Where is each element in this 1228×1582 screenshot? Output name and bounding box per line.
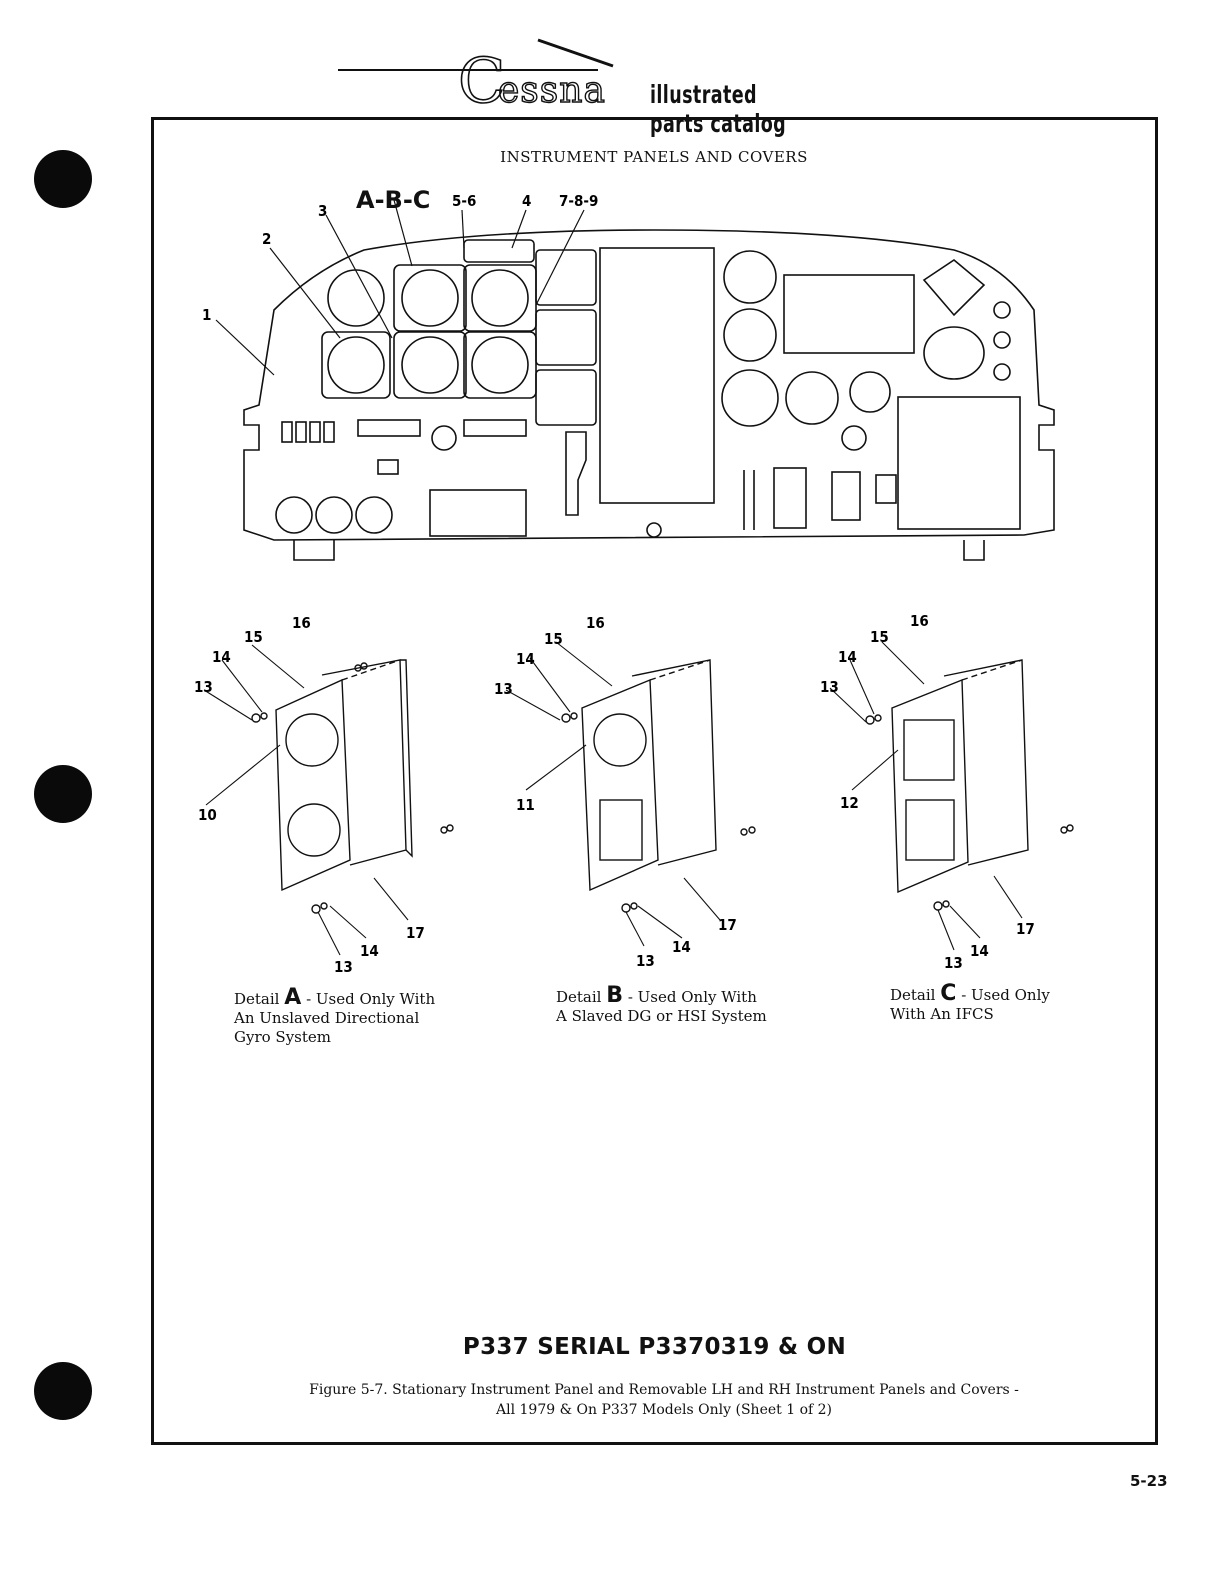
callout-1: 1 [202, 306, 211, 324]
detail-c-callout-17: 17 [1016, 920, 1035, 938]
logo-wordmark: essna [498, 70, 606, 111]
detail-c-prefix: Detail [890, 986, 936, 1004]
detail-c-callout-14: 14 [838, 648, 857, 666]
detail-c-text-line2: With An IFCS [890, 1005, 994, 1023]
detail-a-callout-14b: 14 [360, 942, 379, 960]
detail-c-caption: Detail C - Used Only With An IFCS [890, 981, 1130, 1024]
detail-b-callout-14: 14 [516, 650, 535, 668]
callout-5-6: 5-6 [452, 192, 476, 210]
detail-b-callout-15: 15 [544, 630, 563, 648]
page-number: 5-23 [1130, 1472, 1168, 1490]
detail-c-letter: C [940, 981, 957, 1006]
detail-c-callout-15: 15 [870, 628, 889, 646]
detail-b-callout-14b: 14 [672, 938, 691, 956]
callout-3: 3 [318, 202, 327, 220]
figure-caption-line2: All 1979 & On P337 Models Only (Sheet 1 … [496, 1402, 832, 1418]
punch-hole-bottom [34, 1362, 92, 1420]
detail-c-callout-12: 12 [840, 794, 859, 812]
detail-b-callout-16: 16 [586, 614, 605, 632]
section-title: INSTRUMENT PANELS AND COVERS [500, 148, 808, 166]
serial-heading: P337 SERIAL P3370319 & ON [462, 1334, 847, 1360]
detail-b-letter: B [606, 983, 624, 1008]
callout-7-8-9: 7-8-9 [559, 192, 598, 210]
catalog-header: C essna illustrated parts catalog [338, 30, 858, 138]
catalog-subtitle: illustrated parts catalog [650, 80, 787, 138]
detail-a-prefix: Detail [234, 990, 280, 1008]
detail-a-text-line1: - Used Only With [306, 990, 436, 1008]
detail-b-text-line2: A Slaved DG or HSI System [556, 1007, 767, 1025]
detail-b-callout-11: 11 [516, 796, 535, 814]
detail-a-callout-13b: 13 [334, 958, 353, 976]
detail-a-caption: Detail A - Used Only With An Unslaved Di… [234, 985, 494, 1047]
cessna-logo: C essna [338, 38, 614, 116]
figure-caption: Figure 5-7. Stationary Instrument Panel … [234, 1380, 1094, 1420]
detail-b-caption: Detail B - Used Only With A Slaved DG or… [556, 983, 826, 1026]
detail-a-callout-10: 10 [198, 806, 217, 824]
detail-a-text-line3: Gyro System [234, 1028, 332, 1046]
detail-c-text-line1: - Used Only [961, 986, 1050, 1004]
figure-frame: INSTRUMENT PANELS AND COVERS [151, 117, 1158, 1445]
detail-b-callout-13: 13 [494, 680, 513, 698]
detail-c-callout-16: 16 [910, 612, 929, 630]
detail-b-text-line1: - Used Only With [627, 988, 757, 1006]
detail-a-callout-15: 15 [244, 628, 263, 646]
detail-b-callout-13b: 13 [636, 952, 655, 970]
detail-a-callout-17: 17 [406, 924, 425, 942]
detail-a-callout-14: 14 [212, 648, 231, 666]
detail-c-callout-13: 13 [820, 678, 839, 696]
detail-a-letter: A [284, 985, 302, 1010]
detail-a-callout-13: 13 [194, 678, 213, 696]
callout-2: 2 [262, 230, 271, 248]
detail-c-callout-14b: 14 [970, 942, 989, 960]
instrument-panel-diagram: 1 2 3 A-B-C 5-6 4 7-8-9 16 15 14 13 10 1… [194, 186, 1074, 976]
detail-a-text-line2: An Unslaved Directional [234, 1009, 420, 1027]
detail-b-prefix: Detail [556, 988, 602, 1006]
figure-caption-line1: Figure 5-7. Stationary Instrument Panel … [309, 1382, 1019, 1398]
panel-outline [243, 229, 1055, 541]
logo-initial: C [458, 44, 505, 116]
punch-hole-middle [34, 765, 92, 823]
detail-a-callout-16: 16 [292, 614, 311, 632]
punch-hole-top [34, 150, 92, 208]
detail-b-callout-17: 17 [718, 916, 737, 934]
callout-abc: A-B-C [356, 186, 430, 214]
callout-4: 4 [522, 192, 531, 210]
detail-c-callout-13b: 13 [944, 954, 963, 972]
